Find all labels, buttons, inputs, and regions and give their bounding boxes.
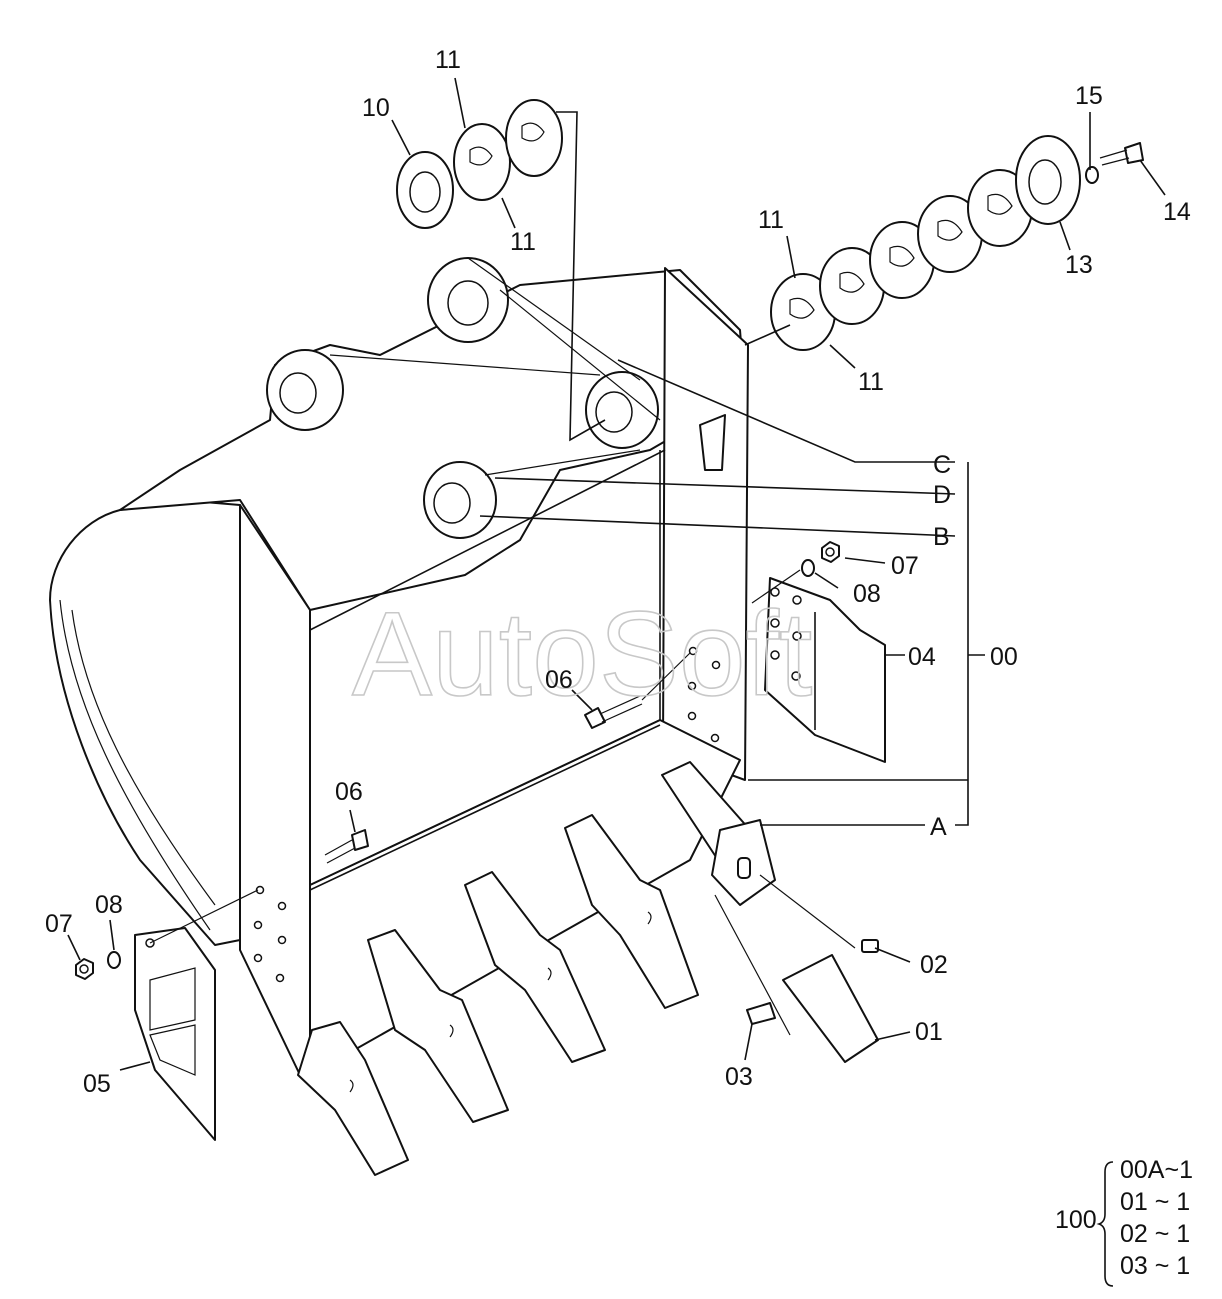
callout-06-upper: 06 <box>545 666 573 694</box>
side-cutter-left <box>134 889 259 1141</box>
quantity-row-3: 02 ~ 1 <box>1120 1220 1190 1248</box>
callout-D: D <box>933 481 951 509</box>
leader-lines <box>67 77 1166 1071</box>
watermark-text: AutoSoft <box>352 587 812 721</box>
callout-06-lower: 06 <box>335 778 363 806</box>
callout-00: 00 <box>990 643 1018 671</box>
callout-02: 02 <box>920 951 948 979</box>
hardware <box>75 142 1144 980</box>
callout-C: C <box>933 451 951 479</box>
callout-05: 05 <box>83 1070 111 1098</box>
callout-10: 10 <box>362 94 390 122</box>
quantity-row-2: 01 ~ 1 <box>1120 1188 1190 1216</box>
callout-labels: 10 11 11 11 11 15 14 13 C D B 07 08 04 0… <box>45 46 1191 1098</box>
callout-A: A <box>930 813 947 841</box>
side-cutter-right <box>751 569 886 763</box>
callout-11-top: 11 <box>435 46 461 74</box>
shims-and-seals <box>396 99 1081 442</box>
callout-01: 01 <box>915 1018 943 1046</box>
quantity-row-4: 03 ~ 1 <box>1120 1252 1190 1280</box>
callout-07-right: 07 <box>891 552 919 580</box>
callout-13: 13 <box>1065 251 1093 279</box>
callout-11-right-top: 11 <box>758 206 784 234</box>
callout-11-upper-bottom: 11 <box>510 228 536 256</box>
quantity-table: 100 00A~1 01 ~ 1 02 ~ 1 03 ~ 1 <box>1055 1156 1193 1287</box>
callout-14: 14 <box>1163 198 1191 226</box>
callout-08-right: 08 <box>853 580 881 608</box>
callout-03: 03 <box>725 1063 753 1091</box>
quantity-row-1: 00A~1 <box>1120 1156 1193 1184</box>
bucket-teeth <box>297 761 879 1176</box>
quantity-group-label: 100 <box>1055 1206 1097 1234</box>
callout-11-right-bottom: 11 <box>858 368 884 396</box>
callout-15: 15 <box>1075 82 1103 110</box>
callout-B: B <box>933 523 950 551</box>
callout-08-left: 08 <box>95 891 123 919</box>
callout-07-left: 07 <box>45 910 73 938</box>
callout-04: 04 <box>908 643 936 671</box>
